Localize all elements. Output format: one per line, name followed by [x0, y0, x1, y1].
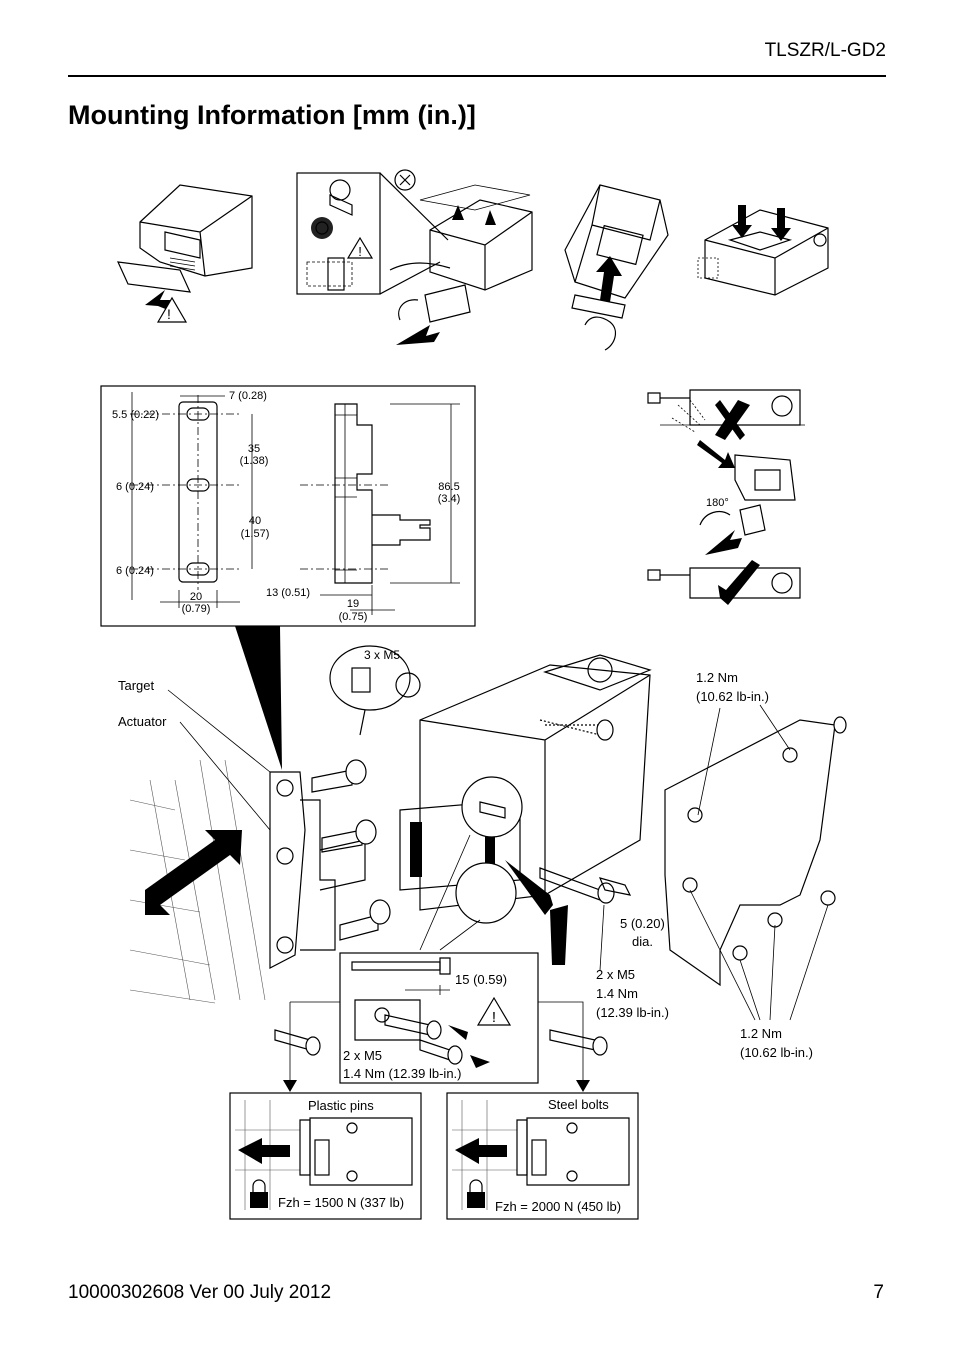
header-rule	[68, 75, 886, 77]
inset-screws: 2 x M5	[343, 1048, 382, 1063]
label-torque-top-in: (10.62 lb-in.)	[696, 689, 769, 704]
label-actuator: Actuator	[118, 714, 167, 729]
screw-row	[311, 759, 391, 941]
label-12-39: (12.39 lb-in.)	[596, 1005, 669, 1020]
label-2x-m5: 2 x M5	[596, 967, 635, 982]
dim-86-5-in: (3.4)	[438, 493, 461, 505]
svg-text:!: !	[358, 244, 362, 259]
dim-20-in: (0.79)	[182, 603, 211, 615]
label-3x-m5: 3 x M5	[364, 648, 400, 662]
dim-19-in: (0.75)	[339, 611, 368, 623]
svg-text:!: !	[167, 306, 171, 322]
dim-35-in: (1.38)	[240, 455, 269, 467]
steel-bolts-panel: Steel bolts Fzh = 2000 N (450 lb)	[446, 1092, 639, 1220]
dim-20: 20	[190, 591, 202, 603]
steel-bolts-title: Steel bolts	[548, 1097, 609, 1112]
rotation-angle: 180°	[706, 497, 729, 509]
dim-19: 19	[347, 598, 359, 610]
label-torque-top: 1.2 Nm	[696, 670, 738, 685]
page-title: Mounting Information [mm (in.)]	[68, 100, 476, 130]
label-target: Target	[118, 678, 155, 693]
rotation-sequence: 180°	[647, 389, 805, 605]
document-reference: 10000302608 Ver 00 July 2012	[68, 1282, 332, 1303]
inset-length: 15 (0.59)	[455, 972, 507, 987]
label-1-4-nm: 1.4 Nm	[596, 986, 638, 1001]
step-3-illustration	[564, 184, 669, 351]
steel-bolts-force: Fzh = 2000 N (450 lb)	[495, 1199, 621, 1214]
label-torque-bottom: 1.2 Nm	[740, 1026, 782, 1041]
label-pin-dia-unit: dia.	[632, 934, 653, 949]
dim-35: 35	[248, 443, 260, 455]
step-1-illustration: !	[117, 184, 253, 323]
plastic-pins-panel: Plastic pins Fzh = 1500 N (337 lb)	[229, 1092, 422, 1220]
step-4-illustration	[697, 205, 829, 296]
dim-bottom-slot: 6 (0.24)	[116, 565, 154, 577]
page-number: 7	[873, 1282, 884, 1303]
svg-text:!: !	[492, 1009, 496, 1026]
plastic-pins-force: Fzh = 1500 N (337 lb)	[278, 1195, 404, 1210]
dimension-drawing: 7 (0.28) 5.5 (0.22) 35 (1.38) 6 (0.24) 4…	[100, 385, 476, 627]
dim-40-in: (1.57)	[241, 528, 270, 540]
dim-top-offset: 5.5 (0.22)	[112, 409, 159, 421]
dim-13: 13 (0.51)	[266, 587, 310, 599]
dim-40: 40	[249, 515, 261, 527]
dim-slot-width: 7 (0.28)	[229, 390, 267, 402]
plastic-pins-title: Plastic pins	[308, 1098, 374, 1113]
label-pin-dia: 5 (0.20)	[620, 916, 665, 931]
inset-torque: 1.4 Nm (12.39 lb-in.)	[343, 1066, 462, 1081]
dim-mid-slot: 6 (0.24)	[116, 481, 154, 493]
dim-86-5: 86.5	[438, 481, 459, 493]
label-torque-bottom-in: (10.62 lb-in.)	[740, 1045, 813, 1060]
detail-inset: 15 (0.59) ! 2 x M5 1.4 Nm (12.39 lb-in.)	[339, 952, 539, 1084]
assembly-illustration: Target Actuator 3 x M5 5 (0.20)	[118, 626, 847, 1092]
product-code: TLSZR/L-GD2	[764, 40, 886, 61]
step-2-illustration: !	[296, 169, 533, 345]
